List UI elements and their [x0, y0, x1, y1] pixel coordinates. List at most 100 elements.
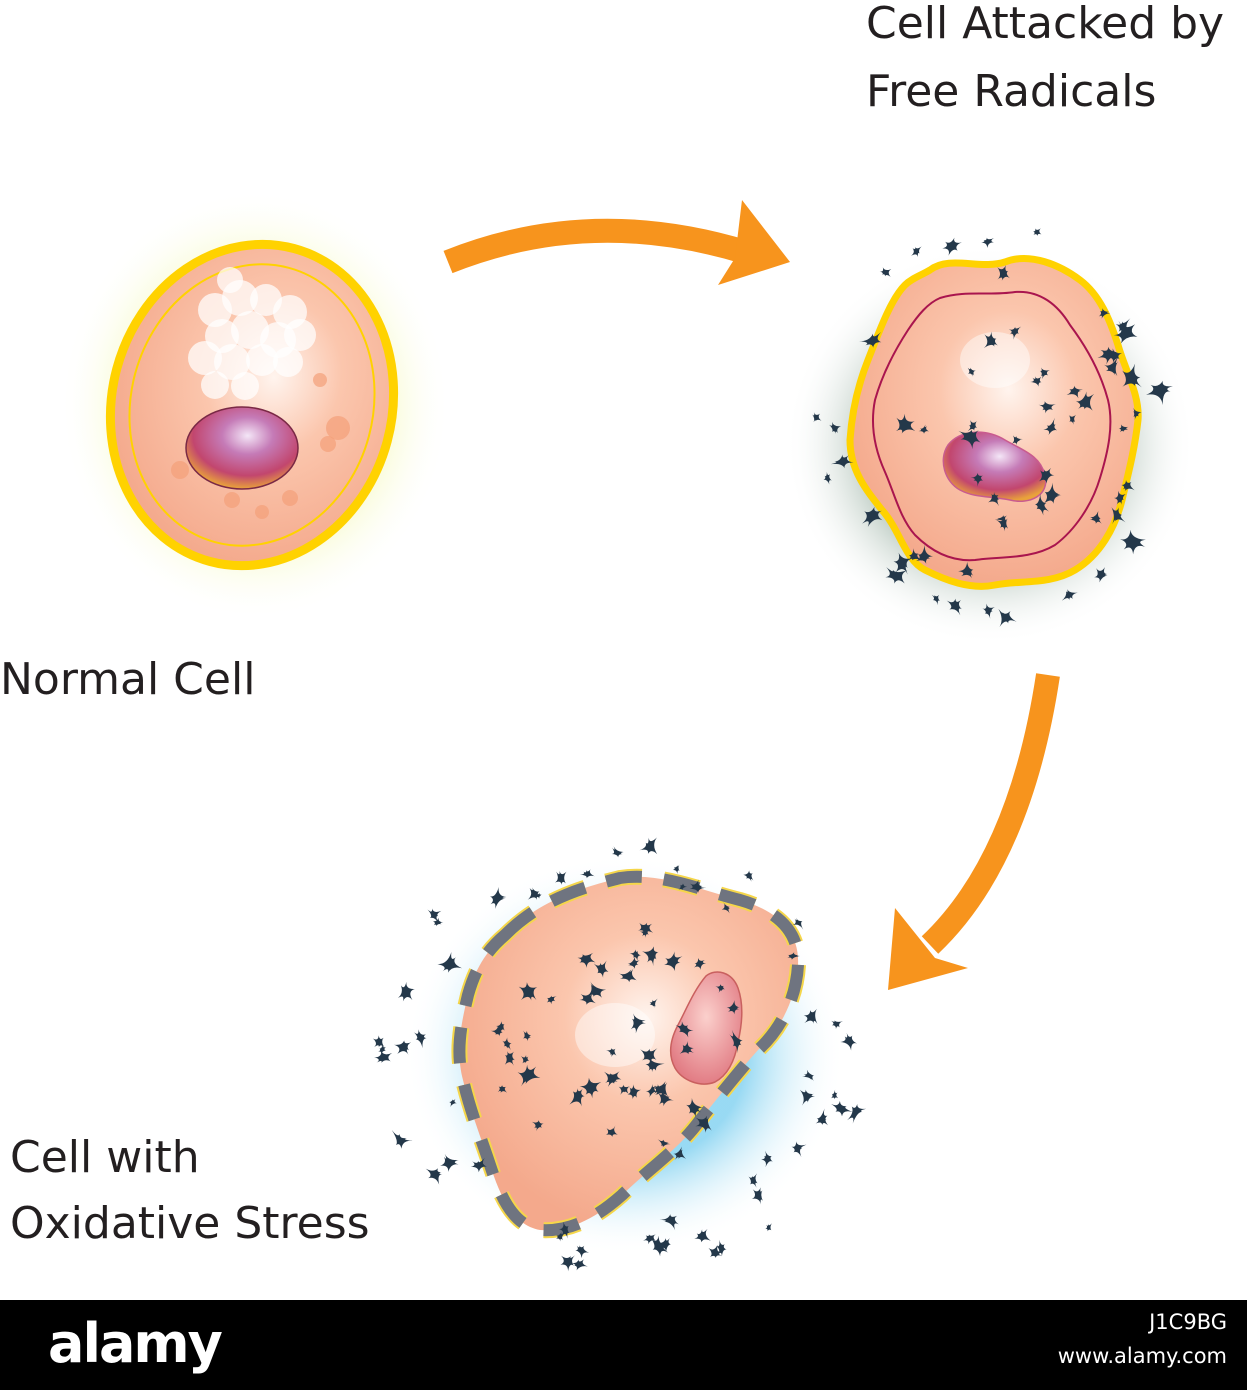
free-radical-particle — [1030, 376, 1042, 387]
free-radical-particle — [664, 951, 683, 972]
free-radical-particle — [394, 1040, 412, 1055]
free-radical-particle — [885, 567, 908, 584]
free-radical-particle — [585, 981, 607, 998]
free-radical-particle — [695, 1115, 712, 1133]
free-radical-particle — [802, 1069, 815, 1082]
free-radical-particle — [1107, 348, 1123, 364]
free-radical-particle — [988, 491, 1000, 507]
vacuole-cluster — [188, 267, 316, 400]
free-radical-particle — [643, 1234, 657, 1245]
free-radical-particle — [803, 1008, 818, 1024]
attacked-cell-membrane — [846, 255, 1142, 590]
diagram-canvas — [60, 190, 1195, 1272]
site-url: www.alamy.com — [1057, 1344, 1227, 1368]
free-radical-particle — [630, 1013, 646, 1034]
free-radical-particle — [830, 454, 854, 469]
free-radical-particle — [831, 1089, 839, 1100]
free-radical-particle — [829, 421, 842, 434]
free-radical-particle — [1098, 308, 1111, 319]
free-radical-particle — [1075, 391, 1095, 411]
image-code: J1C9BG — [1149, 1310, 1227, 1334]
free-radical-particle — [437, 952, 462, 973]
free-radical-particle — [527, 887, 540, 900]
stressed-cell-body — [459, 876, 799, 1231]
free-radical-particle — [637, 922, 654, 934]
free-radical-particle — [879, 267, 892, 277]
normal-cell-label: Normal Cell — [0, 654, 256, 705]
free-radical-particle — [958, 561, 974, 579]
free-radical-particle — [604, 1071, 622, 1087]
free-radical-particle — [639, 837, 658, 855]
free-radical-particle — [862, 506, 883, 527]
free-radical-particle — [761, 1150, 773, 1168]
free-radical-particle — [556, 1232, 565, 1242]
free-radical-particle — [686, 1098, 704, 1118]
free-radical-particle — [558, 1221, 570, 1239]
free-radical-particle — [847, 1103, 867, 1124]
free-radical-particle — [378, 1044, 386, 1055]
stressed-nucleus — [670, 971, 743, 1085]
free-radical-particle — [579, 992, 596, 1005]
free-radical-particle — [918, 424, 929, 434]
free-radicals — [372, 228, 1173, 1272]
free-radical-particle — [942, 237, 962, 256]
free-radical-particle — [1032, 228, 1042, 236]
free-radical-particle — [967, 420, 977, 432]
free-radical-particle — [618, 968, 637, 983]
free-radical-particle — [694, 1228, 711, 1243]
free-radical-particle — [931, 594, 940, 606]
free-radical-particle — [533, 892, 543, 899]
free-radical-particle — [812, 412, 822, 423]
free-radical-particle — [1121, 480, 1135, 492]
free-radical-particle — [765, 1223, 772, 1232]
free-radical-particle — [518, 982, 538, 1001]
free-radical-particle — [470, 1157, 487, 1173]
free-radical-particle — [373, 1050, 393, 1063]
free-radical-particle — [427, 908, 442, 923]
free-radical-particle — [1122, 363, 1142, 388]
free-radical-particle — [748, 1173, 758, 1188]
free-radical-particle — [651, 1235, 669, 1257]
free-radical-particle — [618, 1084, 630, 1095]
attacked-cell-inner-membrane — [872, 290, 1112, 562]
arrow-1-head — [718, 200, 790, 285]
free-radical-particle — [579, 869, 595, 879]
free-radical-particle — [425, 1168, 443, 1185]
attacked-cell-highlight — [960, 332, 1030, 388]
free-radical-particle — [555, 870, 567, 885]
free-radical-particle — [497, 1085, 507, 1093]
free-radical-particle — [1094, 567, 1108, 583]
free-radical-particle — [629, 949, 642, 962]
free-radical-particle — [673, 1146, 686, 1161]
free-radical-particle — [1068, 414, 1076, 425]
free-radical-particle — [1012, 435, 1023, 446]
free-radical-particle — [1008, 326, 1022, 340]
attacked-cell-label-line1: Cell Attacked by — [866, 0, 1225, 49]
free-radical-particle — [577, 952, 596, 968]
free-radical-particle — [1038, 401, 1056, 414]
free-radical-particle — [721, 902, 731, 914]
free-radical-particle — [751, 1187, 763, 1205]
stress-cell-label-line1: Cell with — [10, 1132, 200, 1183]
stress-cell-label-line2: Oxidative Stress — [10, 1198, 370, 1249]
free-radical-particle — [579, 1077, 602, 1099]
free-radical-particle — [958, 429, 981, 450]
free-radical-particle — [523, 1030, 532, 1042]
free-radical-particle — [1104, 356, 1119, 376]
attacked-nucleus — [942, 431, 1047, 502]
free-radical-particle — [413, 1029, 427, 1049]
free-radical-particle — [657, 1139, 671, 1148]
free-radical-particle — [997, 265, 1010, 281]
normal-cell-inner-membrane — [128, 263, 376, 547]
free-radical-particle — [504, 1051, 515, 1066]
free-radical-particle — [708, 1244, 723, 1258]
free-radical-particle — [911, 246, 922, 258]
free-radical-particle — [1120, 529, 1146, 555]
free-radical-particle — [397, 981, 415, 1002]
free-radical-particle — [893, 552, 912, 575]
free-radical-particle — [593, 960, 609, 978]
normal-cell-membrane — [105, 239, 399, 571]
watermark-footer: alamy J1C9BG www.alamy.com — [0, 1300, 1247, 1390]
free-radical-particle — [982, 603, 995, 619]
free-radical-particle — [694, 957, 707, 970]
